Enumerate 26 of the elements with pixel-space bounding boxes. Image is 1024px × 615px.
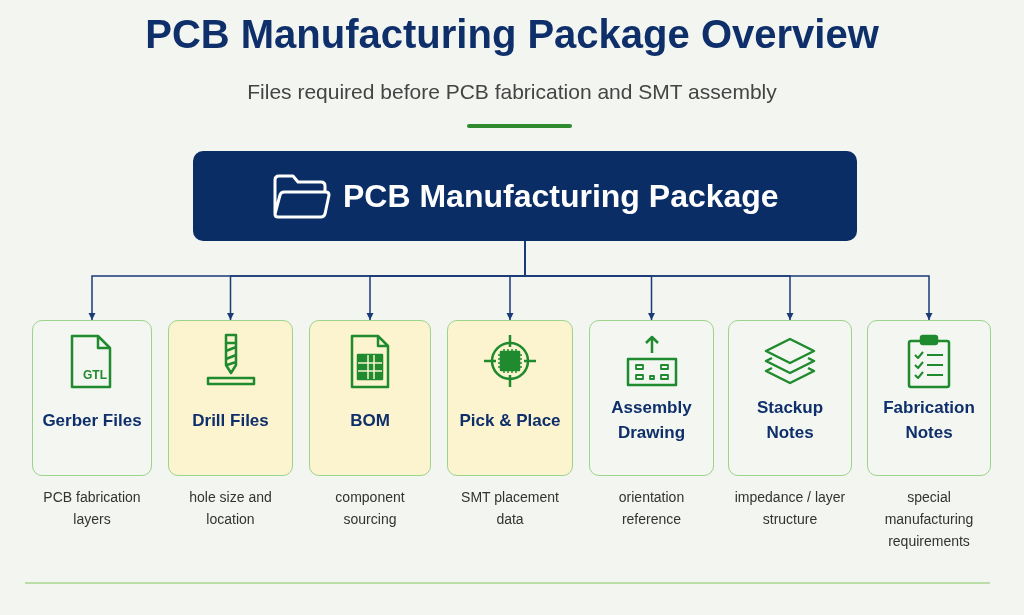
card-heading: Fabrication Notes (882, 397, 976, 444)
card-heading: BOM (349, 409, 391, 432)
file-card (589, 320, 714, 476)
package-title: PCB Manufacturing Package (343, 177, 780, 216)
card-description: orientation reference (617, 488, 686, 529)
card-heading: Stackup Notes (755, 397, 825, 444)
file-card (32, 320, 152, 476)
card-description: SMT placement data (460, 488, 560, 529)
file-extension-label: GTL (82, 368, 108, 382)
card-heading: Drill Files (191, 409, 270, 432)
file-card (309, 320, 431, 476)
card-description: component sourcing (334, 488, 406, 529)
card-description: special manufacturing requirements (883, 488, 975, 551)
card-heading: Gerber Files (41, 409, 143, 432)
card-description: PCB fabrication layers (42, 488, 142, 529)
card-heading: Pick & Place (458, 409, 562, 432)
file-card (728, 320, 852, 476)
subtitle: Files required before PCB fabrication and SMT assembly (246, 80, 778, 104)
card-description: impedance / layer structure (733, 488, 847, 529)
card-heading: Assembly Drawing (610, 397, 693, 444)
title: PCB Manufacturing Package Overview (144, 12, 880, 57)
file-card (447, 320, 573, 476)
card-description: hole size and location (188, 488, 273, 529)
file-card (168, 320, 293, 476)
package-banner (193, 151, 857, 241)
file-card (867, 320, 991, 476)
